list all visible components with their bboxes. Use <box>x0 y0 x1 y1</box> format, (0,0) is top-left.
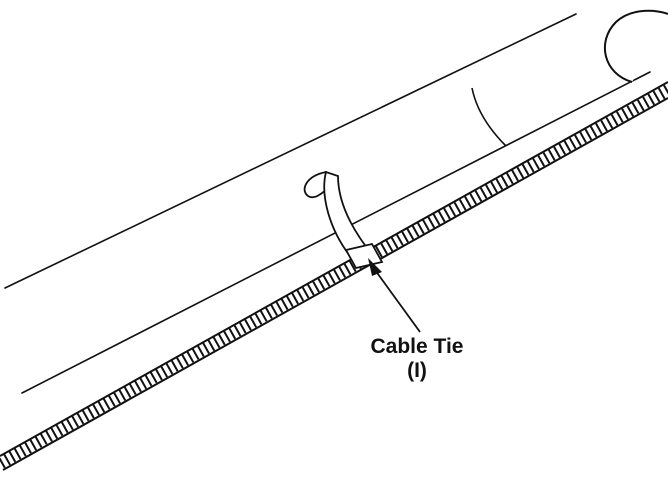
leader-line <box>374 269 421 333</box>
sleeve-edge <box>471 87 507 147</box>
cable-tie-clip <box>303 170 384 270</box>
callout-id: (I) <box>407 359 427 382</box>
callout-name: Cable Tie <box>370 335 464 358</box>
cable-edge-bottom <box>2 97 668 471</box>
leader-arrowhead <box>368 258 382 276</box>
callout-leader <box>368 258 421 333</box>
cable-edge-top <box>0 81 668 457</box>
callout-label: Cable Tie (I) <box>352 335 482 383</box>
tube-end-cap <box>603 9 668 83</box>
braided-cable <box>0 81 668 471</box>
tube-top-edge <box>4 13 577 289</box>
clip-buckle <box>344 242 384 270</box>
cable-braid <box>0 84 668 469</box>
